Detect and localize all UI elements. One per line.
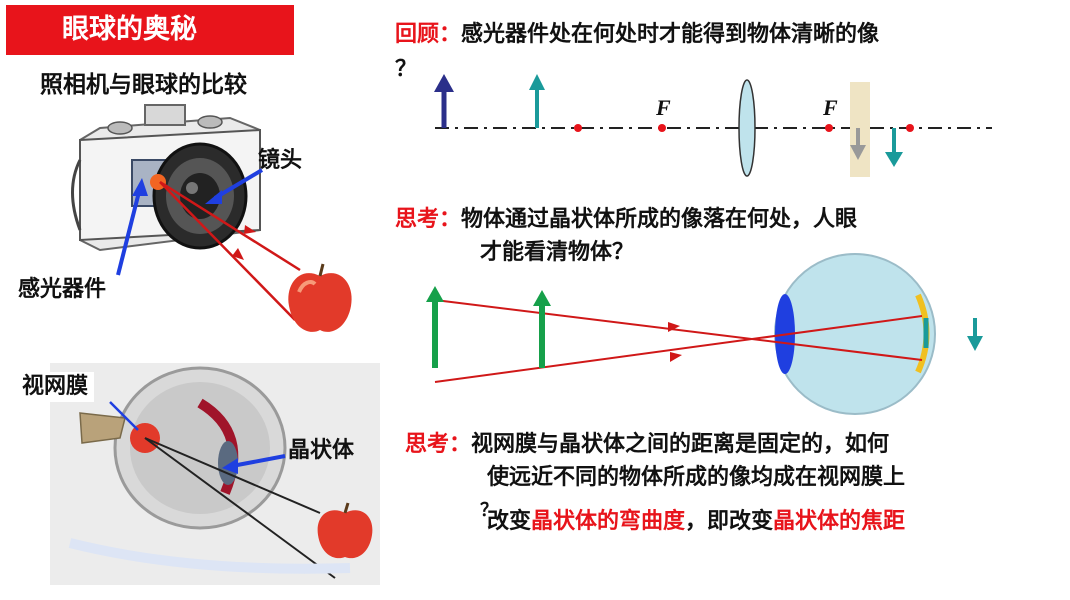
review-text: 感光器件处在何处时才能得到物体清晰的像 bbox=[461, 22, 880, 47]
review-label: 回顾： bbox=[395, 22, 462, 47]
think2-text-line1: 视网膜与晶状体之间的距离是固定的，如何 bbox=[471, 432, 890, 457]
comparison-subtitle: 照相机与眼球的比较 bbox=[40, 72, 247, 98]
focal-point-left-label: F bbox=[655, 95, 671, 120]
review-line1: 回顾：感光器件处在何处时才能得到物体清晰的像 bbox=[395, 20, 879, 50]
sensor-label: 感光器件 bbox=[18, 277, 107, 302]
think1-text: 物体通过晶状体所成的像落在何处，人眼 bbox=[461, 207, 858, 232]
eye-illustration bbox=[50, 363, 380, 585]
think2-answer: 改变晶状体的弯曲度，即改变晶状体的焦距 bbox=[487, 507, 905, 537]
think1-label: 思考： bbox=[395, 207, 462, 232]
think2-line1: 思考：视网膜与晶状体之间的距离是固定的，如何 bbox=[405, 430, 889, 460]
think1-line1: 思考：物体通过晶状体所成的像落在何处，人眼 bbox=[395, 205, 857, 235]
apple-image bbox=[288, 263, 352, 332]
lens-label: 镜头 bbox=[258, 148, 303, 173]
answer-middle: ，即改变 bbox=[685, 509, 774, 534]
think2-label: 思考： bbox=[405, 432, 472, 457]
answer-highlight-focal-length: 晶状体的焦距 bbox=[773, 509, 906, 534]
think2-line2: 使远近不同的物体所成的像均成在视网膜上 bbox=[487, 465, 906, 490]
answer-prefix: 改变 bbox=[487, 509, 532, 534]
review-line2: ？ bbox=[395, 57, 418, 82]
think2-question-mark: ？ bbox=[480, 500, 498, 521]
crystalline-label: 晶状体 bbox=[288, 438, 355, 463]
answer-highlight-curvature: 晶状体的弯曲度 bbox=[531, 509, 686, 534]
page-title: 眼球的奥秘 bbox=[6, 5, 294, 55]
think1-line2: 才能看清物体？ bbox=[480, 240, 635, 265]
retina-label: 视网膜 bbox=[16, 372, 95, 402]
focal-point-right-label: F bbox=[822, 95, 838, 120]
